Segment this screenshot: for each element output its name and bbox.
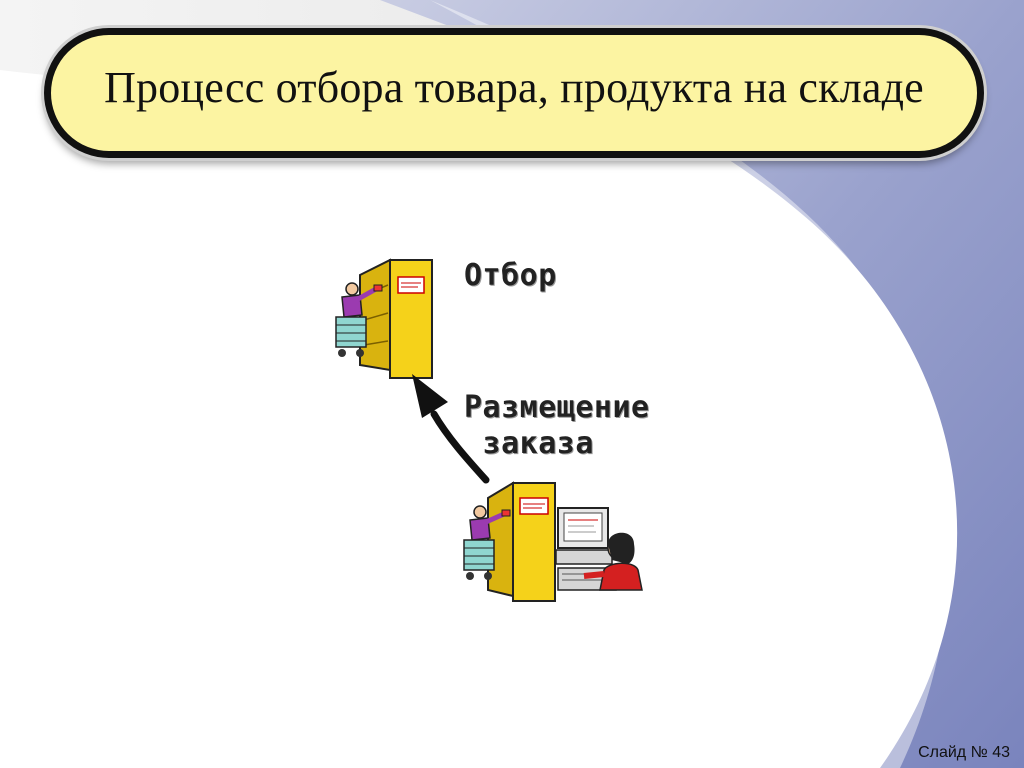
order-entry-clerk-icon (463, 481, 643, 602)
order-arrow-icon (412, 374, 490, 484)
order-placement-label: Размещение заказа (464, 390, 650, 461)
title-banner: Процесс отбора товара, продукта на склад… (44, 28, 984, 158)
slide-number: Слайд № 43 (918, 744, 1010, 761)
warehouse-picker-icon (335, 258, 433, 379)
slide-title: Процесс отбора товара, продукта на склад… (104, 63, 924, 112)
select-label: Отбор (464, 258, 557, 293)
